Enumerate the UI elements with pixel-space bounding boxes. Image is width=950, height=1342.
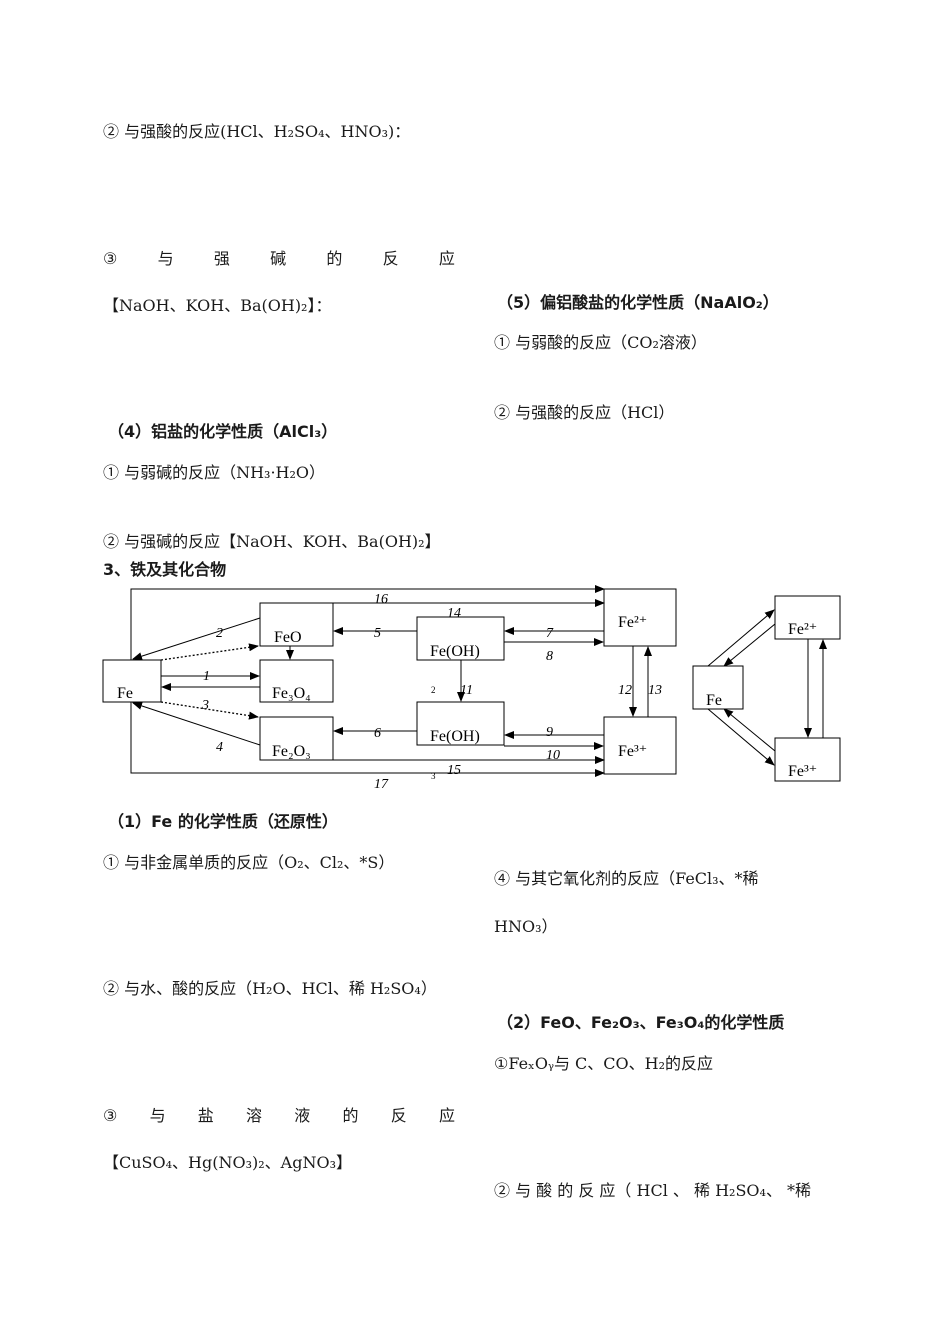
tri-arrow-fe3p-fe: [723, 708, 776, 752]
fe-nonmetal-line: ① 与非金属单质的反应（O₂、Cl₂、*S）: [103, 853, 395, 872]
fe-salt-char: 应: [438, 1106, 455, 1125]
fe-properties-heading: （1）Fe 的化学性质（还原性）: [108, 812, 338, 831]
al-salt-heading: （4）铝盐的化学性质（AlCl₃）: [108, 422, 338, 441]
reaction-number: 8: [546, 649, 553, 664]
strong-base-char: 与: [157, 249, 174, 268]
fe-salt-char: 液: [294, 1106, 311, 1125]
reaction-number: 6: [374, 726, 381, 741]
fe-salt-char: 反: [390, 1106, 407, 1125]
node-feo-label: FeO: [274, 629, 302, 646]
fe-salt-list: 【CuSO₄、Hg(NO₃)₂、AgNO₃】: [103, 1153, 352, 1172]
oxide-reducer-line: ①FeₓOᵧ与 C、CO、H₂的反应: [494, 1054, 714, 1073]
strong-base-heading-spread: ③ 与 强 碱 的 反 应: [103, 249, 455, 269]
reaction-number: 11: [460, 683, 473, 698]
reaction-number: 9: [546, 725, 553, 740]
reaction-number: 7: [546, 626, 554, 641]
arrow-dotted-fe-feo: [160, 643, 259, 661]
node-feoh-top-box: [416, 616, 505, 661]
fe-salt-char: 溶: [246, 1106, 263, 1125]
reaction-number: 4: [216, 740, 223, 755]
fe-salt-char: 与: [149, 1106, 166, 1125]
node-fe3p-box: [603, 716, 677, 775]
reaction-number: 17: [374, 777, 389, 792]
reaction-number: 16: [374, 592, 388, 607]
node-fe-box: [102, 659, 162, 703]
fe-salt-char: ③: [103, 1106, 118, 1125]
node-fe2o3-box: [259, 716, 334, 761]
strong-base-char: 强: [213, 249, 230, 268]
tri-arrow-fe2p-fe: [723, 623, 776, 667]
reaction-number: 13: [648, 683, 662, 698]
node-fe3p-label: Fe³⁺: [618, 743, 647, 760]
node-fe-label: Fe: [117, 685, 133, 702]
node-feoh-bottom-label: Fe(OH): [430, 728, 480, 745]
arrow-2: [132, 617, 261, 661]
node-feoh-bottom-box: [416, 701, 505, 746]
tri-fe3p-box: [774, 737, 841, 782]
reaction-number: 14: [447, 606, 461, 621]
tri-fe-label: Fe: [706, 692, 722, 709]
arrow-16: [130, 585, 605, 660]
reaction-number: 5: [374, 626, 381, 641]
strong-base-char: 碱: [270, 249, 287, 268]
strong-base-char: 的: [326, 249, 343, 268]
reaction-number: 15: [447, 763, 461, 778]
tri-fe2p-label: Fe²⁺: [788, 621, 817, 638]
strong-base-char: 应: [438, 249, 455, 268]
fe-salt-heading-spread: ③ 与 盐 溶 液 的 反 应: [103, 1106, 455, 1126]
reaction-number: 1: [203, 669, 210, 684]
aluminate-weak-acid-line: ① 与弱酸的反应（CO₂溶液）: [494, 333, 707, 352]
strong-base-char: ③: [103, 249, 118, 268]
node-feo-box: [259, 602, 334, 647]
aluminate-heading: （5）偏铝酸盐的化学性质（NaAlO₂）: [497, 293, 779, 312]
oxide-acid-line: ② 与 酸 的 反 应（ HCl 、 稀 H₂SO₄、 *稀: [494, 1181, 812, 1200]
feoh-bottom-subscript: 3: [431, 771, 436, 781]
tri-arrow-fe-fe2p: [707, 609, 775, 667]
reaction-number: 12: [618, 683, 632, 698]
reaction-number: 3: [201, 698, 209, 713]
node-fe2p-box: [603, 588, 677, 647]
aluminate-strong-acid-line: ② 与强酸的反应（HCl）: [494, 403, 675, 422]
arrow-3: [160, 701, 259, 720]
reaction-number: 2: [216, 626, 223, 641]
fe-water-acid-line: ② 与水、酸的反应（H₂O、HCl、稀 H₂SO₄）: [103, 979, 437, 998]
arrow-4: [132, 702, 261, 746]
reaction-number: 10: [546, 748, 560, 763]
iron-section-heading: 3、铁及其化合物: [103, 560, 227, 579]
tri-fe2p-box: [774, 595, 841, 640]
feoh-top-subscript: 2: [431, 685, 436, 695]
tri-fe3p-label: Fe³⁺: [788, 763, 817, 780]
acid-reaction-line: ② 与强酸的反应(HCl、H₂SO₄、HNO₃)：: [103, 122, 411, 141]
fe-salt-char: 的: [342, 1106, 359, 1125]
fe-other-oxidant-cont: HNO₃）: [494, 917, 558, 936]
fe-other-oxidant-line: ④ 与其它氧化剂的反应（FeCl₃、*稀: [494, 869, 759, 888]
node-feoh-top-label: Fe(OH): [430, 643, 480, 660]
tri-arrow-fe-fe3p: [707, 708, 775, 766]
node-fe3o4-box: [259, 659, 334, 703]
fe-salt-char: 盐: [197, 1106, 214, 1125]
al-strong-base-line: ② 与强碱的反应【NaOH、KOH、Ba(OH)₂】: [103, 532, 441, 551]
iron-oxide-heading: （2）FeO、Fe₂O₃、Fe₃O₄的化学性质: [497, 1013, 785, 1032]
node-fe3o4-label: Fe₃O₄: [272, 685, 311, 702]
node-fe2o3-label: Fe₂O₃: [272, 743, 311, 760]
al-weak-base-line: ① 与弱碱的反应（NH₃·H₂O）: [103, 463, 326, 482]
node-fe2p-label: Fe²⁺: [618, 614, 647, 631]
strong-base-char: 反: [382, 249, 399, 268]
strong-base-list: 【NaOH、KOH、Ba(OH)₂】：: [103, 296, 332, 315]
tri-fe-box: [692, 665, 744, 710]
arrow-17: [130, 702, 605, 777]
